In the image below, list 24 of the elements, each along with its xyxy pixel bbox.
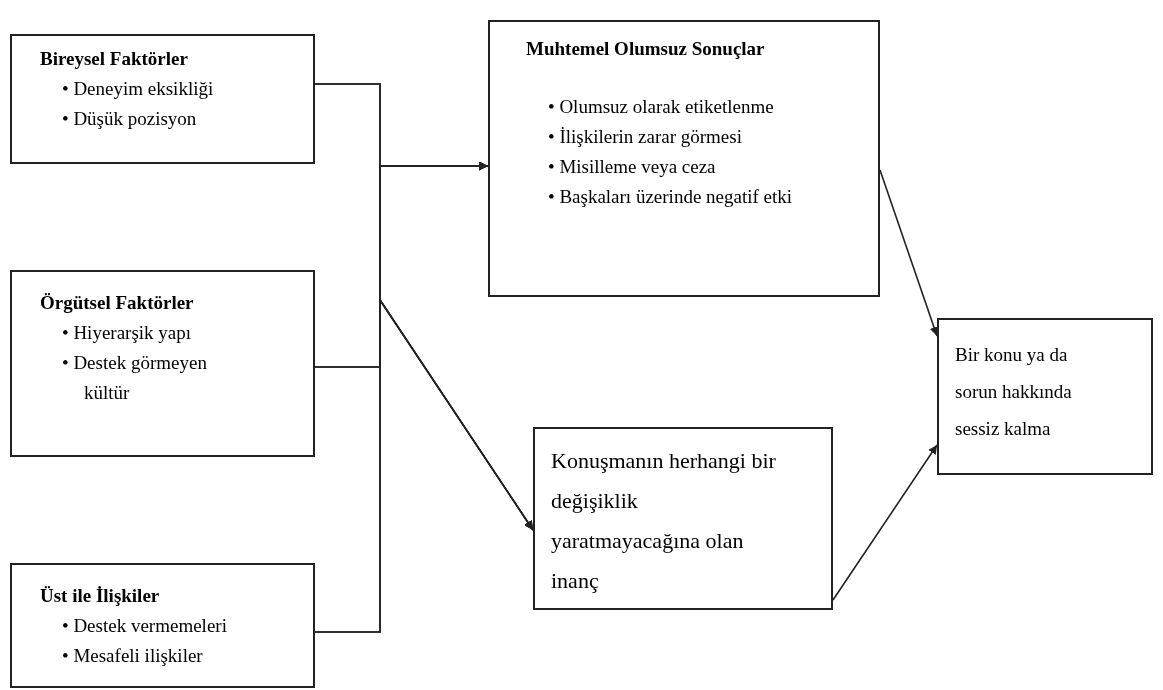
arrow [832,444,938,601]
text-box [10,563,315,688]
text-box [10,34,315,164]
bullet-item: • Misilleme veya ceza [548,155,717,179]
box-text: Bir konu ya da sorun hakkında sessiz kalma [955,343,1073,441]
arrow [314,297,534,633]
bullet-item: • Hiyerarşik yapı [62,321,193,345]
bullet-item: • İlişkilerin zarar görmesi [548,125,743,149]
text-box [10,270,315,457]
bullet-item: • Destek vermemeleri [62,614,228,638]
bullet-item: • Olumsuz olarak etiketlenme [548,95,775,119]
bullet-item: • Düşük pozisyon [62,107,198,131]
box-heading: Bireysel Faktörler [40,47,189,71]
text-box [937,318,1153,475]
text-box [488,20,880,297]
bullet-item: • Destek görmeyen kültür [62,351,208,405]
box-text: Konuşmanın herhangi bir değişiklik yaratmayacağına olan inanç [551,447,777,595]
text-box [533,427,833,610]
box-heading: Üst ile İlişkiler [40,584,161,608]
bullet-item: • Deneyim eksikliği [62,77,215,101]
box-heading: Örgütsel Faktörler [40,291,195,315]
box-heading: Muhtemel Olumsuz Sonuçlar [526,37,766,61]
bullet-item: • Başkaları üzerinde negatif etki [548,185,794,209]
bullet-item: • Mesafeli ilişkiler [62,644,204,668]
